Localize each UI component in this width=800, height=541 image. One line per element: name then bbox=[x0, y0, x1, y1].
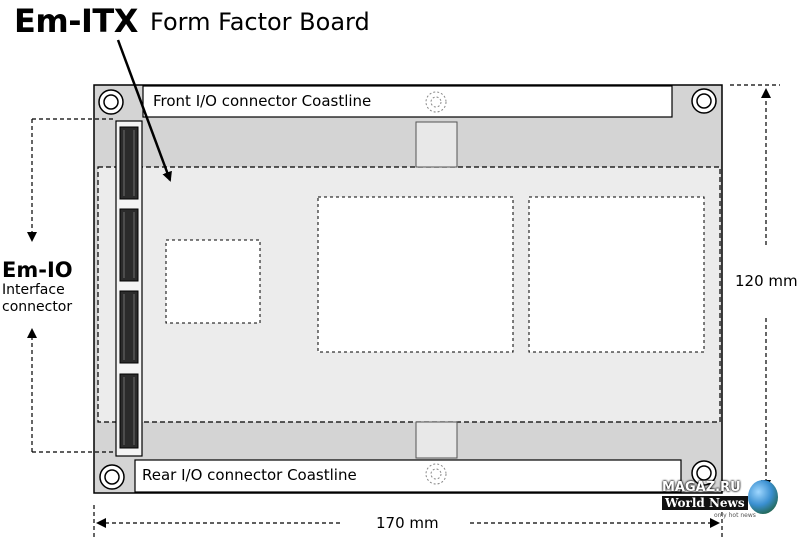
optional-hole-top bbox=[425, 91, 447, 113]
globe-icon bbox=[748, 480, 778, 514]
large-chip-outline-2 bbox=[528, 196, 705, 353]
title-pointer-arrow bbox=[116, 39, 172, 182]
watermark: MAGAZ.RU World News only hot news bbox=[662, 480, 782, 520]
width-dimension bbox=[93, 505, 723, 540]
watermark-line-2: World News bbox=[662, 496, 748, 510]
mounting-hole-top-right bbox=[691, 88, 717, 114]
height-dimension-label: 120 mm bbox=[735, 272, 798, 290]
em-io-line-2: connector bbox=[2, 299, 73, 315]
rear-coastline-strip bbox=[134, 459, 682, 493]
mounting-hole-top-left bbox=[98, 89, 124, 115]
em-io-line-1: Interface bbox=[2, 282, 65, 298]
front-coastline-label: Front I/O connector Coastline bbox=[153, 92, 372, 110]
em-io-bracket bbox=[27, 118, 115, 453]
mounting-hole-bottom-right bbox=[691, 460, 717, 486]
mounting-hole-bottom-left bbox=[99, 464, 125, 490]
small-chip-outline bbox=[165, 239, 261, 324]
watermark-line-1: MAGAZ.RU bbox=[662, 480, 741, 495]
front-coastline-strip bbox=[142, 85, 673, 118]
watermark-line-3: only hot news bbox=[714, 512, 756, 519]
height-dimension bbox=[730, 84, 780, 490]
rear-coastline-label: Rear I/O connector Coastline bbox=[142, 466, 357, 484]
em-io-connector bbox=[115, 120, 143, 457]
width-dimension-label: 170 mm bbox=[376, 514, 439, 532]
title-sub: Form Factor Board bbox=[150, 8, 370, 36]
title-main: Em-ITX bbox=[14, 2, 138, 40]
center-tab-bottom bbox=[415, 421, 458, 459]
optional-hole-bottom bbox=[425, 463, 447, 485]
center-tab-top bbox=[415, 121, 458, 168]
large-chip-outline-1 bbox=[317, 196, 514, 353]
em-io-title: Em-IO bbox=[2, 258, 73, 282]
